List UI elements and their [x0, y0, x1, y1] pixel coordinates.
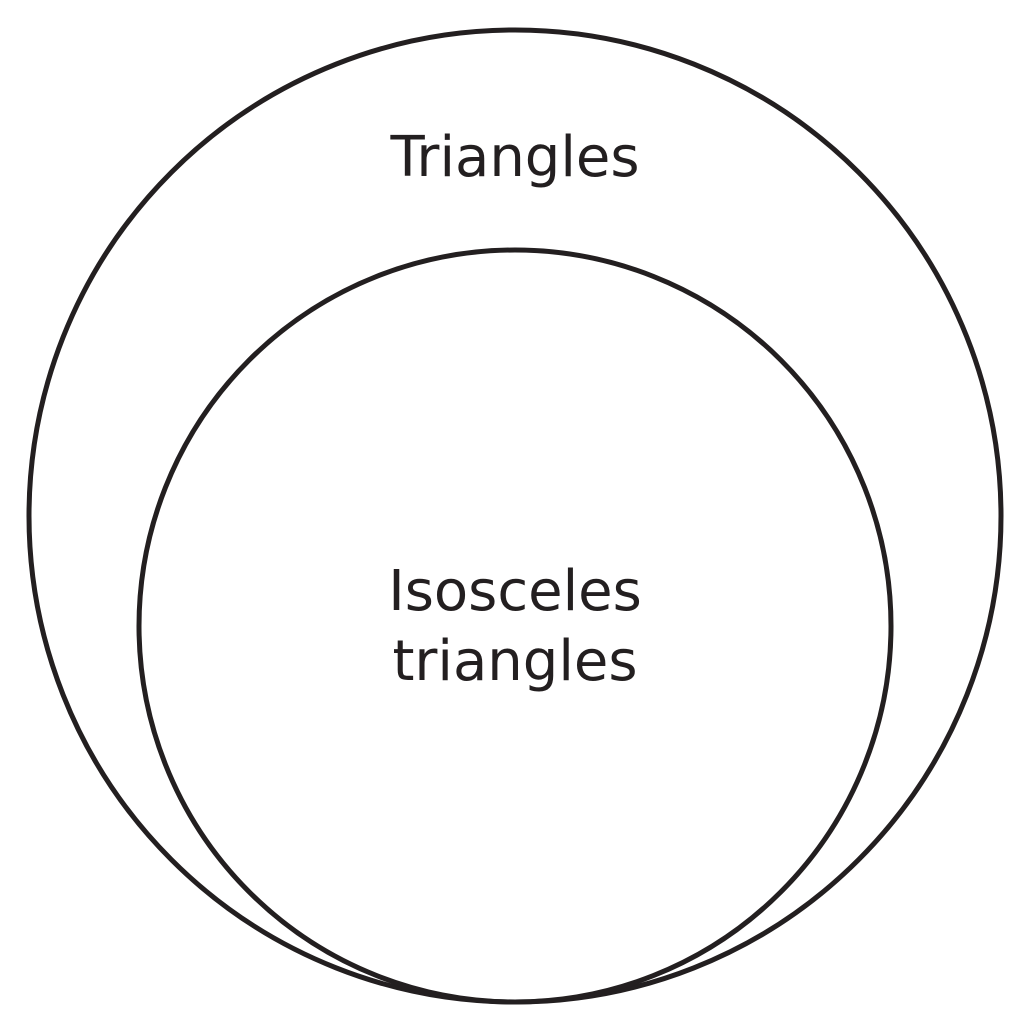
inner-set-label-line2: triangles [392, 629, 637, 694]
inner-set-label-line1: Isosceles [388, 559, 642, 624]
inner-set-circle [136, 247, 894, 1005]
outer-set-label: Triangles [389, 125, 639, 190]
